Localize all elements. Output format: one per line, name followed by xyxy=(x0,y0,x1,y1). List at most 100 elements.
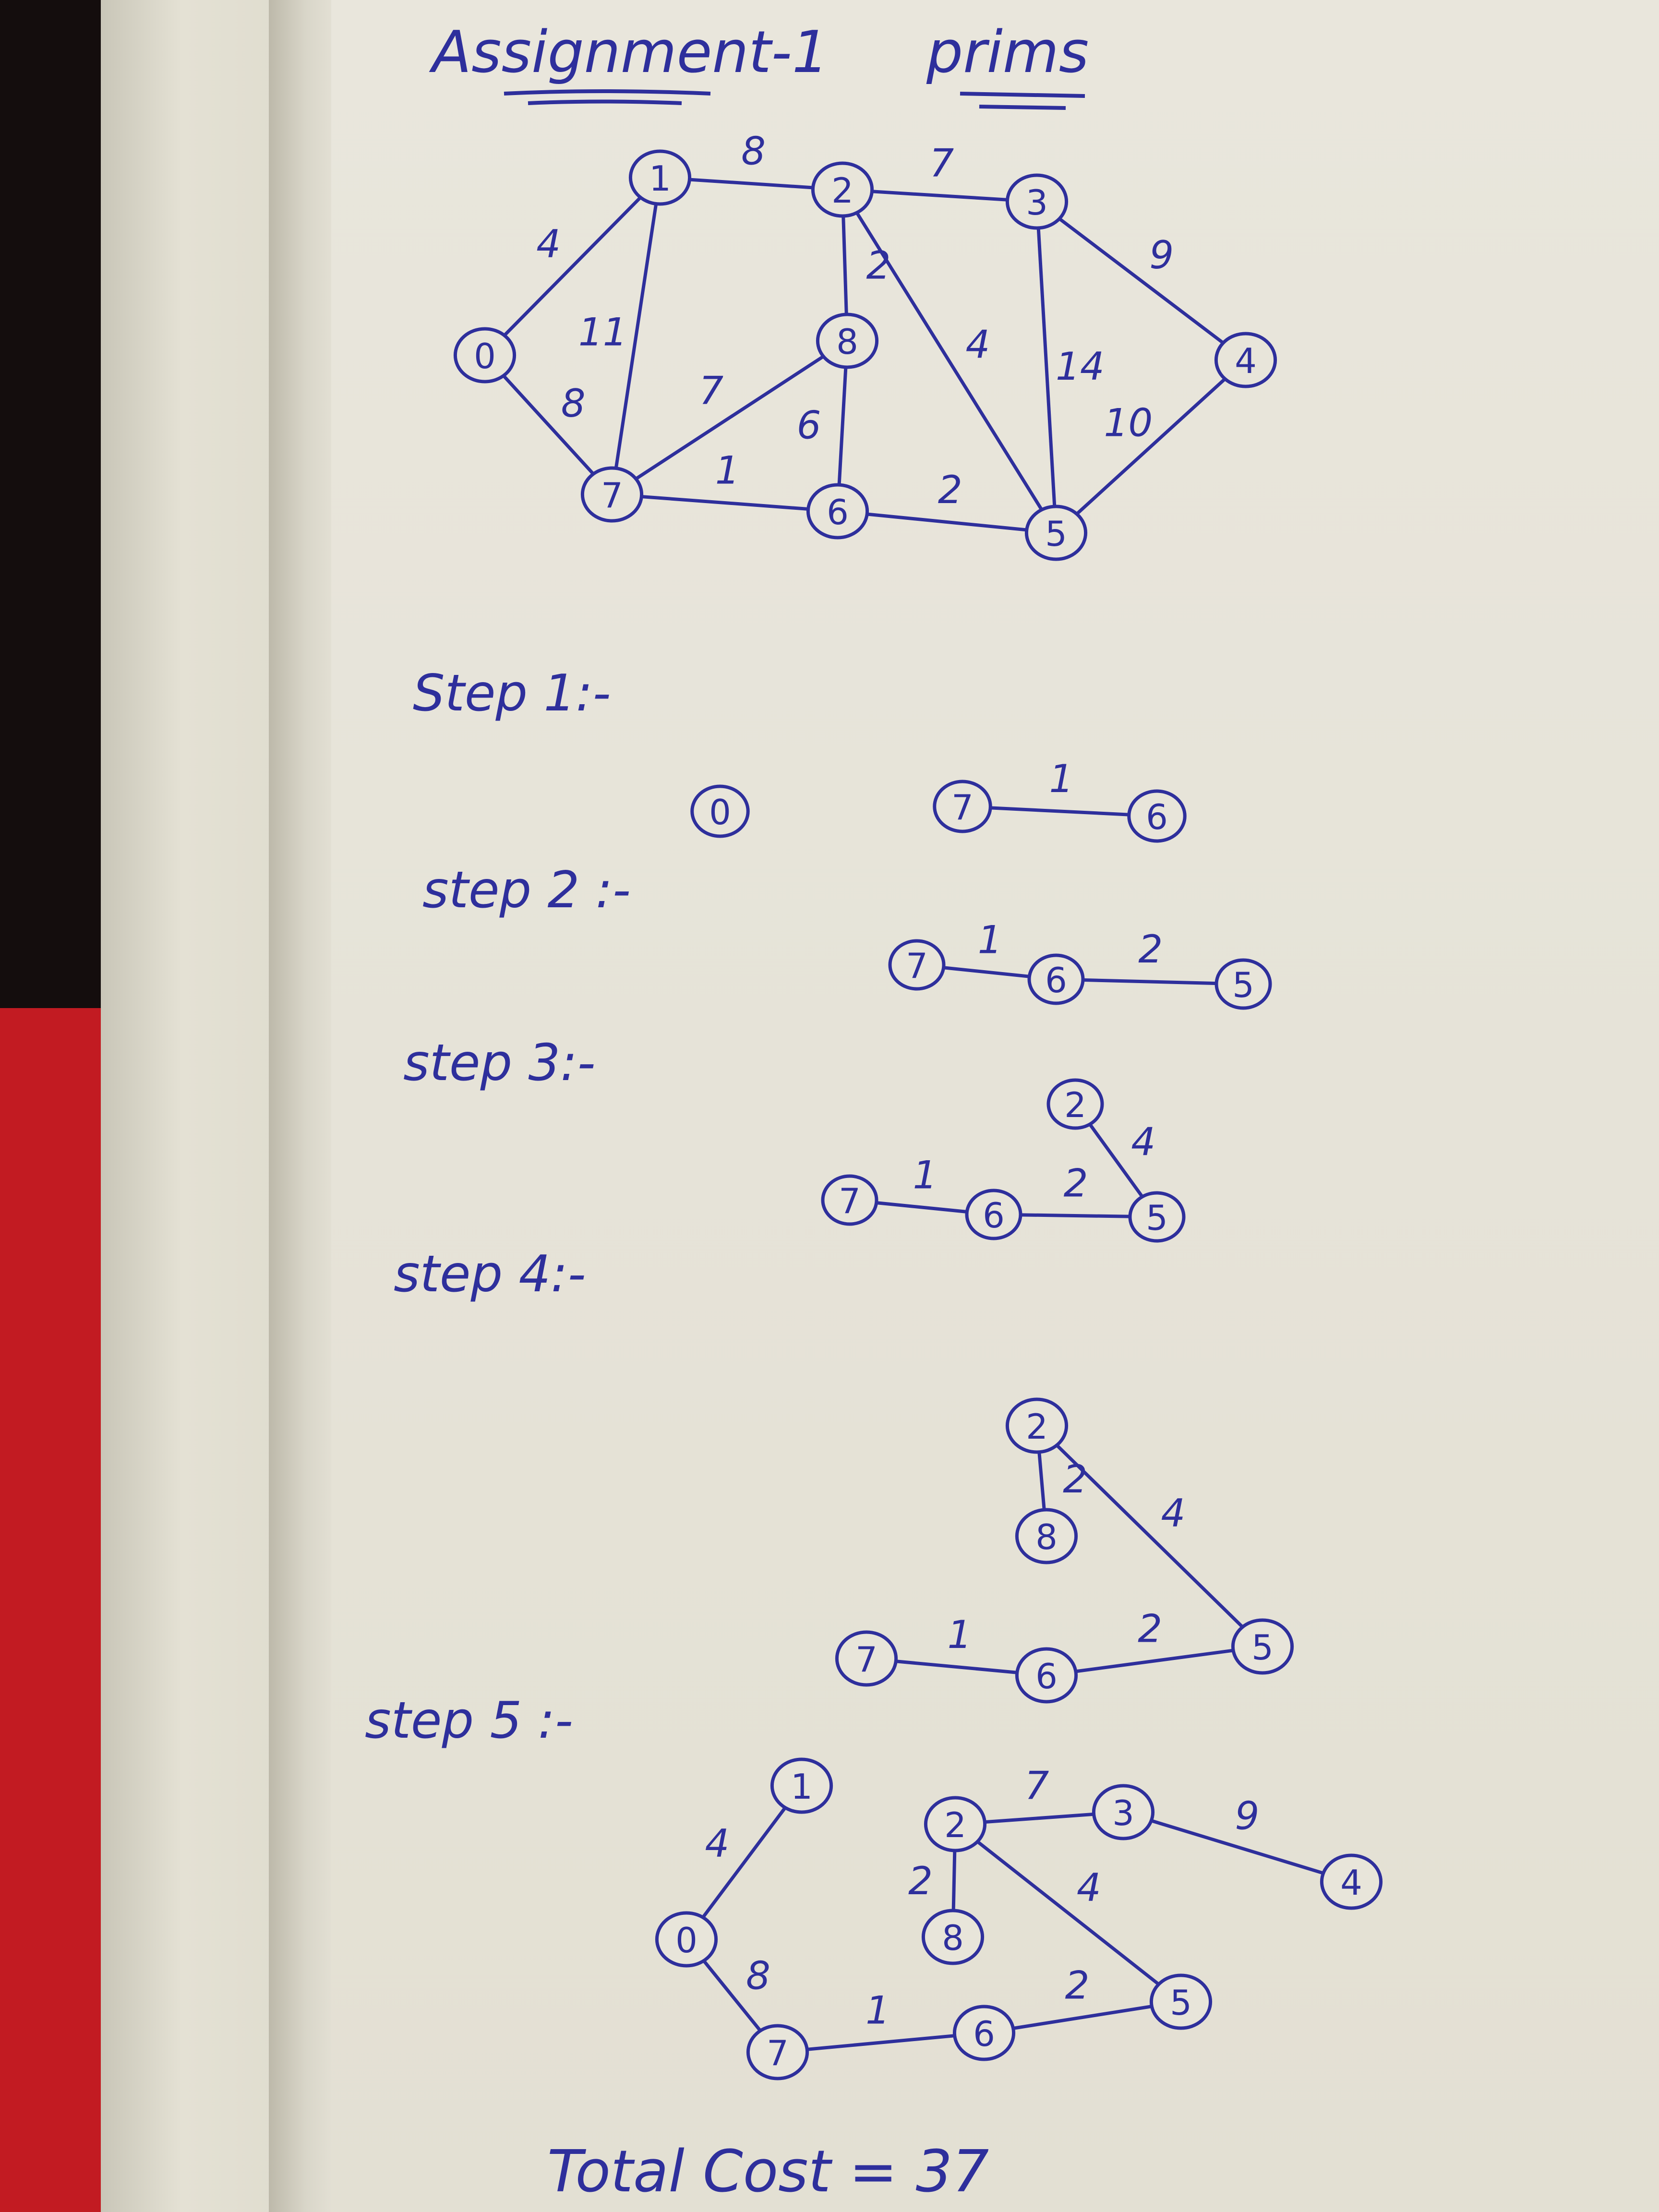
graph-node-8-circle xyxy=(816,313,879,369)
graph-node-1-label: 1 xyxy=(649,158,671,199)
graph-edge-weight-0-7: 8 xyxy=(561,381,586,426)
step1-node-0-label: 0 xyxy=(709,792,731,832)
step4-edge-6-5 xyxy=(1046,1645,1263,1677)
step5-node-4-label: 4 xyxy=(1340,1863,1362,1903)
graph-node-5-label: 5 xyxy=(1045,514,1067,554)
graph-edge-0-1 xyxy=(483,176,661,357)
step5-node-3-label: 3 xyxy=(1112,1793,1134,1833)
step5-edge-weight-0-7: 8 xyxy=(746,1953,770,1998)
step3-node-7-label: 7 xyxy=(839,1181,861,1221)
step5-edge-weight-2-3: 7 xyxy=(1025,1764,1049,1808)
step4-node-6-circle xyxy=(1015,1647,1078,1704)
graph-edge-weight-3-4: 9 xyxy=(1149,233,1174,277)
step5-node-6-label: 6 xyxy=(973,2014,995,2054)
graph-edge-3-5 xyxy=(1035,201,1058,533)
step4-node-2-label: 2 xyxy=(1026,1407,1048,1447)
step1-node-0-circle xyxy=(690,784,750,838)
step4-node-2-circle xyxy=(1005,1397,1069,1454)
step4-edge-weight-2-5: 4 xyxy=(1161,1491,1186,1536)
step4-node-8-circle xyxy=(1015,1508,1078,1564)
step4-node-8-label: 8 xyxy=(1035,1517,1058,1557)
step-2-label: step 2 :- xyxy=(422,861,631,919)
graph-edge-0-7 xyxy=(483,354,613,496)
step5-edge-weight-3-4: 9 xyxy=(1235,1794,1259,1839)
step4-node-7-label: 7 xyxy=(855,1639,878,1680)
step3-node-2-circle xyxy=(1046,1078,1104,1130)
graph-edge-weight-4-5: 10 xyxy=(1104,400,1153,445)
graph-node-2-label: 2 xyxy=(831,170,854,211)
graph-node-6-label: 6 xyxy=(827,492,849,532)
step5-edge-3-4 xyxy=(1122,1810,1352,1884)
step3-node-6-label: 6 xyxy=(983,1195,1005,1236)
step-4-label: step 4:- xyxy=(394,1245,586,1303)
step5-node-4-circle xyxy=(1320,1853,1383,1910)
step2-edge-6-5 xyxy=(1056,977,1244,986)
step3-edge-weight-7-6: 1 xyxy=(913,1153,938,1197)
step5-edge-weight-2-8: 2 xyxy=(908,1859,933,1903)
step3-node-6-circle xyxy=(965,1189,1022,1240)
step2-edge-weight-6-5: 2 xyxy=(1138,927,1163,972)
step3-node-7-circle xyxy=(821,1174,878,1226)
graph-edge-6-5 xyxy=(837,509,1057,535)
graph-edge-2-3 xyxy=(842,188,1037,204)
page-subtitle: prims xyxy=(926,19,1089,86)
graph-node-1-circle xyxy=(628,149,692,206)
step5-edge-weight-2-5: 4 xyxy=(1077,1865,1101,1910)
step4-node-5-label: 5 xyxy=(1251,1627,1274,1668)
step5-node-8-circle xyxy=(921,1909,985,1965)
step5-edge-7-6 xyxy=(777,2031,985,2054)
step2-edge-weight-7-6: 1 xyxy=(978,917,1002,962)
step5-node-0-label: 0 xyxy=(675,1920,697,1960)
step4-edge-weight-6-5: 2 xyxy=(1138,1607,1162,1651)
graph-edge-weight-7-8: 7 xyxy=(699,368,723,413)
notebook-page xyxy=(331,0,1659,2212)
step5-edge-weight-7-6: 1 xyxy=(866,1988,890,2032)
step4-node-6-label: 6 xyxy=(1035,1656,1058,1696)
graph-node-5-circle xyxy=(1024,505,1088,561)
graph-node-3-circle xyxy=(1005,173,1069,230)
notebook-gutter xyxy=(269,0,331,2212)
subtitle-underline xyxy=(960,92,1085,110)
step5-edge-weight-6-5: 2 xyxy=(1065,1963,1090,2008)
step-3-label: step 3:- xyxy=(403,1034,596,1092)
graph-node-7-circle xyxy=(580,466,644,523)
step4-node-5-circle xyxy=(1231,1618,1294,1675)
title-underline xyxy=(504,89,711,105)
step5-edge-2-5 xyxy=(954,1823,1182,2003)
step2-node-7-label: 7 xyxy=(906,946,928,986)
step-1-tree: 1 0 7 6 xyxy=(690,757,1187,843)
step1-node-6-label: 6 xyxy=(1146,797,1168,837)
graph-edge-weight-1-7: 11 xyxy=(578,310,627,355)
graph-node-0-circle xyxy=(453,327,517,384)
step4-node-7-circle xyxy=(835,1630,898,1687)
step5-node-6-circle xyxy=(952,2005,1016,2061)
step5-node-3-circle xyxy=(1092,1784,1155,1840)
graph-edge-weight-2-3: 7 xyxy=(929,141,954,186)
step5-node-2-circle xyxy=(924,1796,987,1852)
step3-node-5-circle xyxy=(1128,1191,1186,1243)
step3-edge-weight-6-5: 2 xyxy=(1064,1161,1088,1206)
step5-node-5-circle xyxy=(1149,1973,1213,2030)
graph-edge-weight-6-5: 2 xyxy=(938,468,962,512)
step5-node-1-label: 1 xyxy=(791,1767,813,1807)
graph-node-8-label: 8 xyxy=(836,322,858,362)
step1-node-7-circle xyxy=(933,780,992,833)
step-1-label: Step 1:- xyxy=(413,664,611,722)
step4-edge-weight-7-6: 1 xyxy=(948,1612,972,1657)
step2-node-5-label: 5 xyxy=(1232,965,1254,1005)
graph-node-6-circle xyxy=(806,483,869,540)
step5-edge-6-5 xyxy=(984,2000,1181,2035)
graph-edge-8-6 xyxy=(836,340,849,512)
step5-node-8-label: 8 xyxy=(942,1918,964,1958)
step5-edge-0-1 xyxy=(685,1784,803,1941)
step1-node-6-circle xyxy=(1127,789,1187,843)
step5-edge-weight-0-1: 4 xyxy=(705,1821,730,1866)
graph-node-0-label: 0 xyxy=(474,336,496,376)
step1-node-7-label: 7 xyxy=(951,787,974,828)
step2-node-7-circle xyxy=(888,939,946,991)
step1-edge-weight-7-6: 1 xyxy=(1049,757,1073,801)
